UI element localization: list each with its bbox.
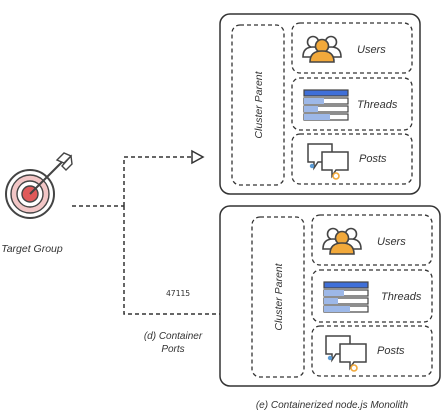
- host-port-label: 47115: [166, 289, 190, 298]
- connector-lines: [72, 156, 233, 315]
- cluster-top-worker-users-label: Users: [357, 44, 386, 56]
- container-ports-caption-line1: (d) Container: [144, 331, 203, 342]
- cluster-bottom: Cluster Parent Users Threads Posts: [219, 205, 441, 387]
- cluster-bottom-parent-box: [251, 216, 305, 378]
- cluster-top: Cluster Parent Users Threads Posts: [219, 13, 421, 195]
- cluster-top-parent-box: [231, 24, 285, 186]
- connector-to-bottom-cluster: [123, 206, 233, 315]
- cluster-top-worker-posts-label: Posts: [359, 153, 387, 165]
- monolith-caption: (e) Containerized node.js Monolith: [256, 400, 409, 411]
- cluster-bottom-worker-threads-label: Threads: [381, 291, 422, 303]
- target-icon: [5, 152, 73, 219]
- cluster-bottom-worker-users-label: Users: [377, 236, 406, 248]
- container-ports-caption-line2: Ports: [161, 344, 184, 355]
- target-group-label: Target Group: [1, 243, 63, 255]
- cluster-bottom-parent-label: Cluster Parent: [273, 262, 285, 330]
- cluster-top-worker-threads-label: Threads: [357, 99, 398, 111]
- cluster-bottom-worker-posts-label: Posts: [377, 345, 405, 357]
- cluster-top-parent-label: Cluster Parent: [253, 70, 265, 138]
- connector-to-top-cluster: [123, 156, 192, 206]
- arrowhead-top: [191, 149, 205, 165]
